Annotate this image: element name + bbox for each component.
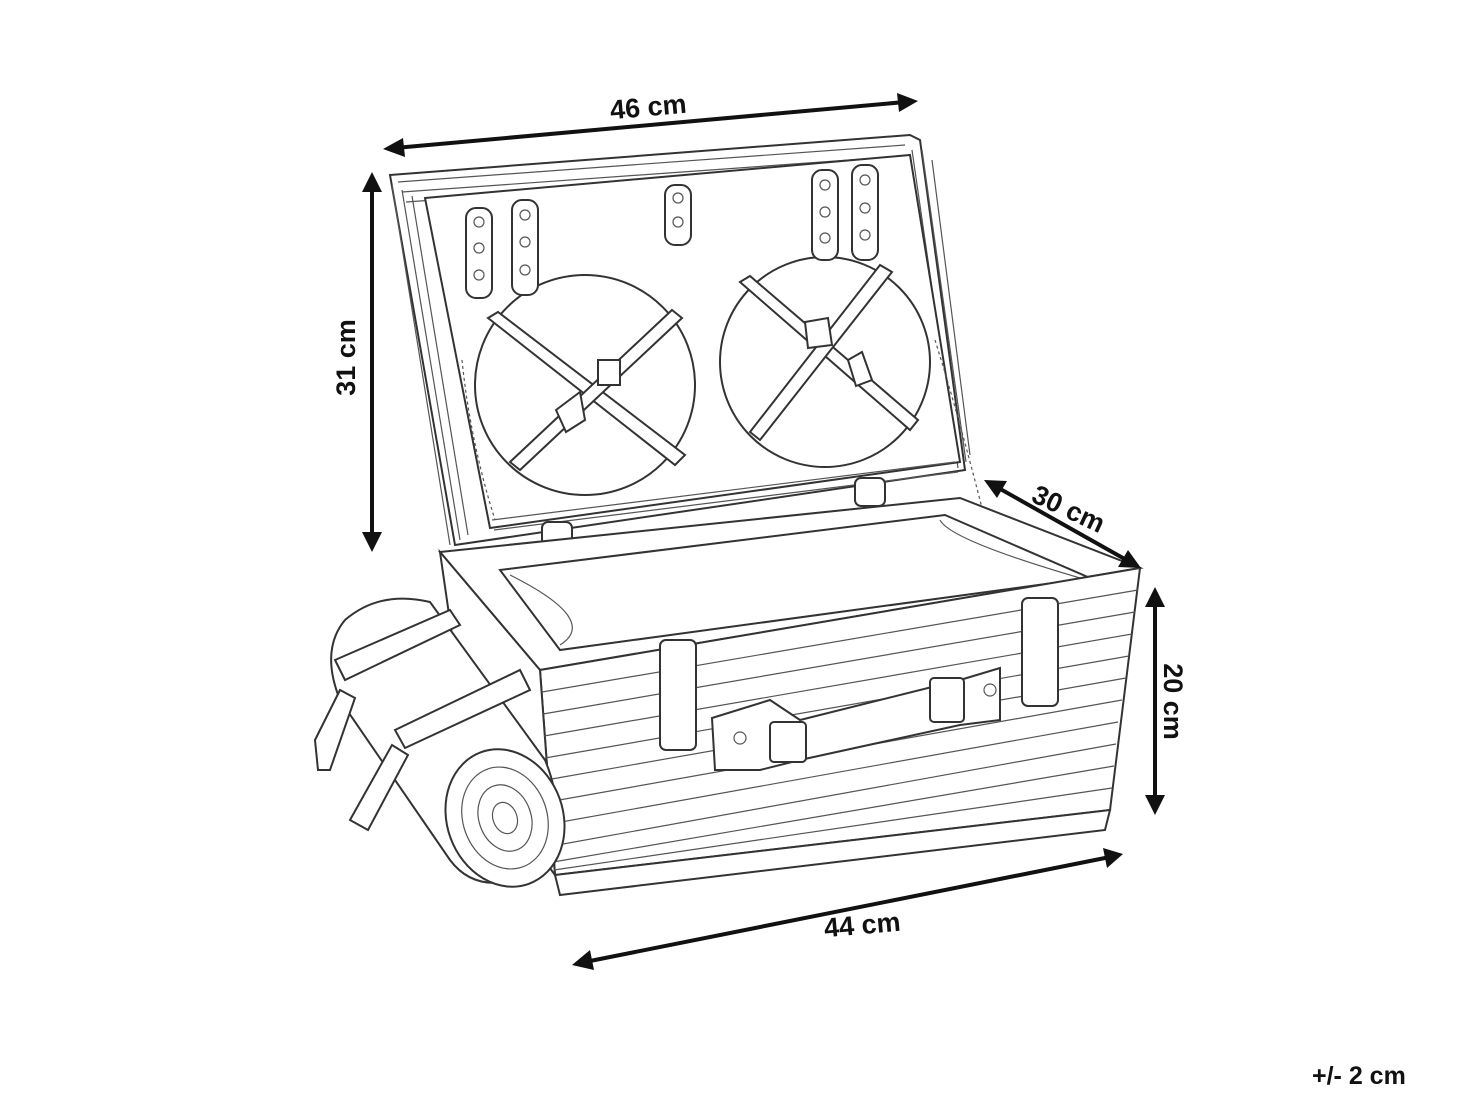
rolled-blanket — [313, 597, 566, 888]
basket-lid — [388, 133, 986, 555]
basket-body — [438, 496, 1144, 897]
plate-right — [719, 256, 931, 468]
dimension-arrows — [362, 93, 1165, 970]
top-width-label: 46 cm — [608, 88, 688, 126]
basket-straps — [659, 597, 1059, 771]
cutlery-straps — [465, 164, 879, 299]
height-label: 20 cm — [1157, 663, 1188, 740]
plate-left — [474, 274, 696, 496]
tolerance-note: +/- 2 cm — [1312, 1062, 1406, 1090]
bottom-width-label: 44 cm — [822, 906, 902, 944]
lid-height-label: 31 cm — [330, 319, 361, 396]
